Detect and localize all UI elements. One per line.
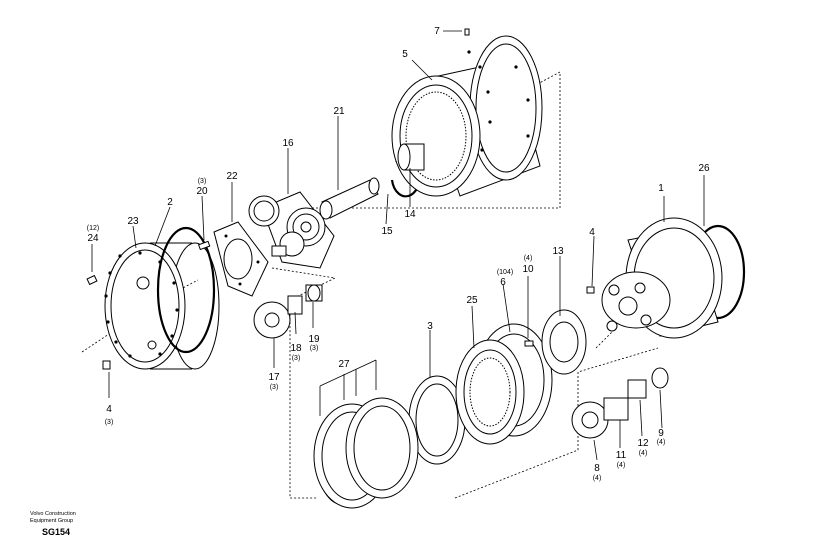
company-name-line2: Equipment Group: [30, 518, 74, 524]
callout-9-label: 9: [658, 428, 664, 439]
callout-9-qty: (4): [657, 439, 666, 446]
callout-19-label: 19: [308, 334, 320, 345]
callout-4-label: 4: [106, 404, 112, 415]
callout-2-label: 2: [167, 197, 173, 208]
callout-6-label: 6: [500, 277, 506, 288]
pin-part: [197, 240, 211, 251]
callout-6-qty: (104): [497, 269, 513, 276]
callout-11-label: 11: [616, 450, 627, 461]
shaft-part: [319, 177, 380, 220]
callout-16-label: 16: [282, 138, 294, 149]
callout-25-label: 25: [466, 295, 478, 306]
callout-4-qty: (3): [105, 419, 114, 426]
bolt-part: [86, 274, 111, 370]
callout-5-label: 5: [402, 49, 408, 60]
callout-20-qty: (3): [198, 178, 207, 185]
callout-26-label: 26: [698, 163, 710, 174]
callout-19-qty: (3): [310, 345, 319, 352]
callout-18-qty: (3): [292, 355, 301, 362]
callout-7-label: 7: [434, 26, 440, 37]
callout-17-label: 17: [268, 372, 280, 383]
leader-lines: [91, 30, 705, 461]
callout-24-label: 24: [87, 233, 99, 244]
motor-housing-part: [601, 217, 746, 339]
bolt-part: [586, 286, 595, 294]
callout-10-label: 10: [522, 264, 534, 275]
callout-17-qty: (3): [270, 384, 279, 391]
callout-3-label: 3: [427, 321, 433, 332]
callout-18-label: 18: [290, 343, 302, 354]
callout-20-label: 20: [196, 186, 208, 197]
callout-21-label: 21: [333, 106, 345, 117]
callout-1-label: 1: [658, 183, 664, 194]
company-name-line1: Volvo Construction: [30, 511, 76, 517]
callout-24-qty: (12): [87, 225, 99, 232]
callout-22-label: 22: [226, 171, 238, 182]
callout-14-label: 14: [404, 209, 416, 220]
callout-12-label: 12: [637, 438, 649, 449]
figure-reference: SG154: [42, 527, 71, 537]
end-cover-part: [104, 242, 220, 370]
callout-15-label: 15: [381, 226, 393, 237]
bolt-part: [464, 28, 470, 36]
ring-gear-housing-part: [391, 35, 543, 197]
callout-23-label: 23: [127, 216, 139, 227]
callout-8-label: 8: [594, 463, 600, 474]
callout-13-label: 13: [552, 246, 564, 257]
callout-8-qty: (4): [593, 475, 602, 482]
planet-gear-set-part: [253, 284, 323, 339]
cover-plate-part: [541, 309, 587, 375]
callout-4-label: 4: [589, 227, 595, 238]
main-bearing-part: [455, 323, 553, 445]
o-ring-part: [156, 226, 216, 354]
callout-labels: 1 2 3 4 (3) 4 5 (104) 6 7 8 (4) 9 (4) (4…: [87, 26, 710, 482]
planet-carrier-part: [248, 191, 335, 269]
drive-gear-set-part: [571, 367, 669, 439]
floating-seal-part: [313, 397, 419, 509]
callout-10-qty: (4): [524, 255, 533, 262]
sun-gear-part: [397, 143, 425, 171]
callout-12-qty: (4): [639, 450, 648, 457]
bolt-part: [524, 340, 534, 347]
callout-11-qty: (4): [617, 462, 626, 469]
thrust-plate-part: [213, 221, 269, 297]
callout-27-label: 27: [338, 359, 350, 370]
